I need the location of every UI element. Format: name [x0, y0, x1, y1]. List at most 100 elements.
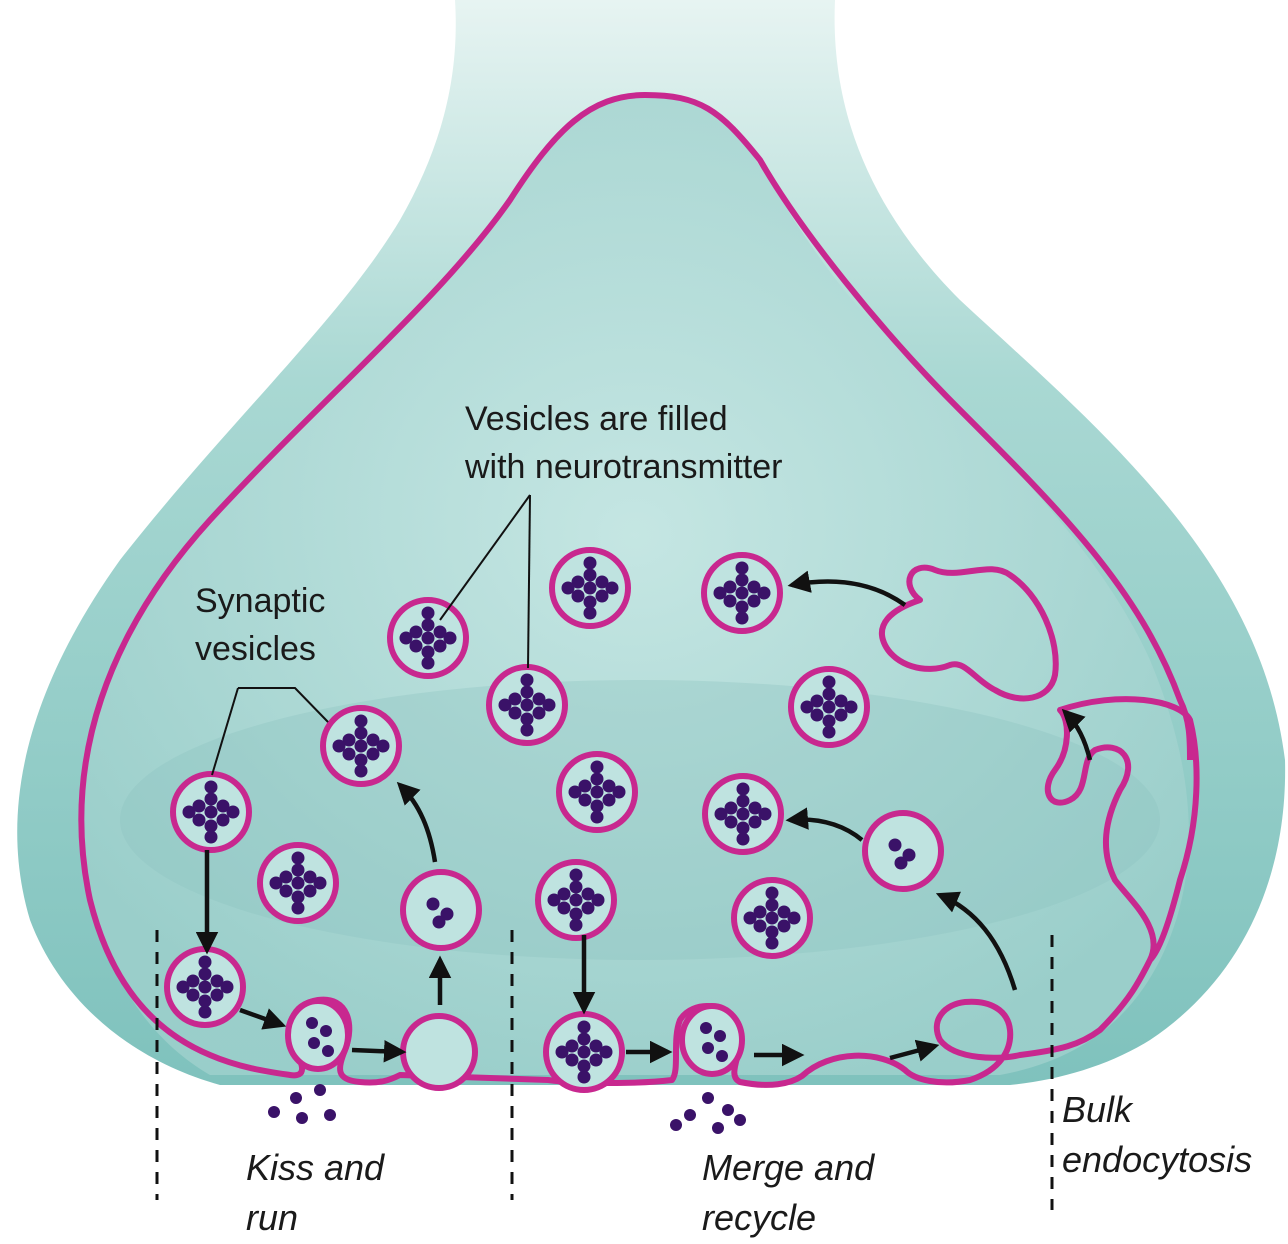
- neurotransmitter-dot: [590, 799, 604, 813]
- neurotransmitter-dot: [800, 700, 814, 714]
- neurotransmitter-dot: [342, 747, 356, 761]
- fusion-pore: [679, 1003, 745, 1077]
- neurotransmitter-dot: [216, 813, 230, 827]
- neurotransmitter-dot: [748, 815, 762, 829]
- neurotransmitter-dot: [520, 673, 534, 687]
- neurotransmitter-dot: [376, 739, 390, 753]
- neurotransmitter-dot: [313, 876, 327, 890]
- neurotransmitter-dot: [736, 807, 750, 821]
- neurotransmitter-dot: [581, 901, 595, 915]
- neurotransmitter-dot: [210, 974, 224, 988]
- neurotransmitter-dot: [569, 918, 583, 932]
- neurotransmitter-dot: [366, 747, 380, 761]
- neurotransmitter-dot: [421, 656, 435, 670]
- neurotransmitter-dot: [303, 870, 317, 884]
- neurotransmitter-dot: [210, 988, 224, 1002]
- neurotransmitter-dot: [440, 907, 454, 921]
- neurotransmitter-dot: [787, 911, 801, 925]
- neurotransmitter-dot: [192, 799, 206, 813]
- cytoplasm-shade: [120, 680, 1160, 960]
- neurotransmitter-dot: [822, 700, 836, 714]
- neurotransmitter-dot: [834, 694, 848, 708]
- neurotransmitter-dot: [342, 733, 356, 747]
- neurotransmitter-dot: [589, 1053, 603, 1067]
- neurotransmitter-dot: [777, 905, 791, 919]
- partially-empty-vesicle: [862, 810, 944, 892]
- neurotransmitter-dot: [757, 586, 771, 600]
- neurotransmitter-dot: [421, 606, 435, 620]
- neurotransmitter-dot: [571, 589, 585, 603]
- neurotransmitter-dot: [399, 631, 413, 645]
- neurotransmitter-dot: [198, 994, 212, 1008]
- arrow-up-from-bud: [935, 891, 1018, 991]
- neurotransmitter-dot: [532, 692, 546, 706]
- leader-synaptic-2: [211, 687, 239, 776]
- neurotransmitter-dot: [520, 698, 534, 712]
- label-kiss-line2: run: [246, 1197, 298, 1238]
- neurotransmitter-dot: [421, 618, 435, 632]
- empty-vesicle: [400, 1013, 478, 1091]
- neurotransmitter-dot: [569, 893, 583, 907]
- neurotransmitter-dot: [186, 974, 200, 988]
- synaptic-vesicle: [788, 666, 870, 748]
- vesicle-membrane: [400, 869, 482, 951]
- neurotransmitter-dot: [565, 1053, 579, 1067]
- neurotransmitter-dot: [765, 911, 779, 925]
- neurotransmitter-dot: [590, 772, 604, 786]
- neurotransmitter-dot: [605, 581, 619, 595]
- neurotransmitter-dot: [700, 1022, 712, 1034]
- neurotransmitter-dot: [583, 581, 597, 595]
- neurotransmitter-dot: [176, 980, 190, 994]
- neurotransmitter-dot: [354, 739, 368, 753]
- neurotransmitter-dot: [765, 898, 779, 912]
- neurotransmitter-dot: [354, 726, 368, 740]
- arrow-to-kiss-pore: [239, 1007, 287, 1030]
- neurotransmitter-dot: [269, 876, 283, 890]
- neurotransmitter-dot: [723, 594, 737, 608]
- arrow-layer: [195, 570, 1093, 1067]
- neurotransmitter-dot: [216, 799, 230, 813]
- neurotransmitter-dot: [591, 893, 605, 907]
- neurotransmitter-dot: [583, 568, 597, 582]
- neurotransmitter-dot: [577, 1059, 591, 1073]
- neurotransmitter-dot: [291, 851, 305, 865]
- neurotransmitter-dot: [569, 880, 583, 894]
- neurotransmitter-dot: [569, 907, 583, 921]
- arrow-from-cisterna: [787, 570, 907, 607]
- neurotransmitter-dot: [322, 1045, 334, 1057]
- neurotransmitter-dot: [578, 793, 592, 807]
- neurotransmitter-dot: [198, 967, 212, 981]
- neurotransmitter-dot: [612, 785, 626, 799]
- arrow-to-bud: [889, 1039, 940, 1062]
- neurotransmitter-dot: [366, 733, 380, 747]
- label-merge-line2: recycle: [702, 1197, 816, 1238]
- neurotransmitter-dot: [306, 1017, 318, 1029]
- synaptic-vesicle: [486, 664, 568, 746]
- neurotransmitter-dot: [578, 779, 592, 793]
- neurotransmitter-dot: [432, 915, 446, 929]
- neurotransmitter-dot: [508, 706, 522, 720]
- leader-filled-1: [439, 494, 531, 621]
- neurotransmitter-dot: [198, 955, 212, 969]
- plasma-membrane: [78, 92, 1200, 1088]
- neurotransmitter-dot: [583, 606, 597, 620]
- neurotransmitter-dot: [354, 764, 368, 778]
- neurotransmitter-dot: [765, 936, 779, 950]
- neurotransmitter-dot: [186, 988, 200, 1002]
- neurotransmitter-dot: [433, 625, 447, 639]
- neurotransmitter-dot: [714, 1030, 726, 1042]
- neurotransmitter-dot: [822, 714, 836, 728]
- neurotransmitter-dot: [735, 586, 749, 600]
- vesicle-membrane: [400, 1013, 478, 1091]
- neurotransmitter-dot: [577, 1070, 591, 1084]
- neurotransmitter-dot: [561, 581, 575, 595]
- synaptic-vesicle: [320, 705, 402, 787]
- neurotransmitter-dot: [204, 780, 218, 794]
- neurotransmitter-dot: [354, 753, 368, 767]
- neurotransmitter-dot: [571, 575, 585, 589]
- neurotransmitter-dot: [834, 708, 848, 722]
- plasma-membrane-upper: [644, 92, 1193, 761]
- neurotransmitter-dot: [590, 785, 604, 799]
- bulk-endocytosis-cisterna: [878, 564, 1059, 702]
